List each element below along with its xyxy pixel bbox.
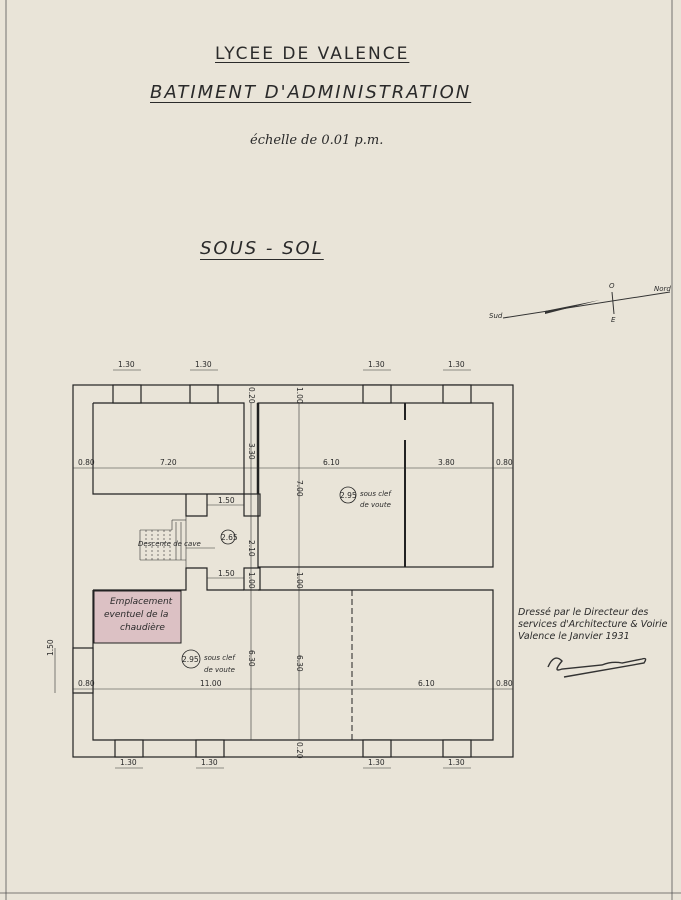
vert-dim-11: 1.50 xyxy=(46,639,55,656)
stair-height: 2.65 xyxy=(221,533,238,542)
vault-bottom-circle xyxy=(181,649,201,669)
window-dim-8: 1.30 xyxy=(448,758,465,767)
vault-bottom-height: 2.95 xyxy=(182,655,199,664)
window-dim-2: 1.30 xyxy=(195,360,212,369)
wall-dim-left-top: 0.80 xyxy=(78,458,95,467)
pillar-bottom xyxy=(243,567,261,591)
compass-east: E xyxy=(611,316,616,324)
top-dim-1: 7.20 xyxy=(160,458,177,467)
stair-label: Descente de cave xyxy=(138,540,201,548)
vert-dim-1: 3.30 xyxy=(247,443,256,460)
vert-dim-7: 1.00 xyxy=(295,572,304,589)
vault-top-height: 2.95 xyxy=(340,491,357,500)
wall-dim-right-top: 0.80 xyxy=(496,458,513,467)
school-title: LYCEE DE VALENCE xyxy=(215,44,410,64)
wall-dim-right-bottom: 0.80 xyxy=(496,679,513,688)
signature-mark xyxy=(547,657,647,678)
vert-dim-4: 1.00 xyxy=(247,572,256,589)
scale-note: échelle de 0.01 p.m. xyxy=(250,133,384,148)
window-dim-7: 1.30 xyxy=(368,758,385,767)
compass-north: Nord xyxy=(654,285,671,293)
vert-dim-5: 6.30 xyxy=(247,650,256,667)
window-dim-4: 1.30 xyxy=(448,360,465,369)
credit-line-1: Dressé par le Directeur des xyxy=(518,607,649,618)
vert-dim-9: 0.20 xyxy=(295,742,304,759)
window-dim-5: 1.30 xyxy=(120,758,137,767)
compass-south: Sud xyxy=(489,312,503,320)
wall-dim-left-bottom: 0.80 xyxy=(78,679,95,688)
top-windows xyxy=(112,384,472,404)
boiler-zone xyxy=(93,590,182,644)
compass: Nord Sud O E xyxy=(489,282,671,324)
boiler-line-2: eventuel de la xyxy=(104,610,168,620)
vault-top-text2: de voute xyxy=(360,501,391,509)
bottom-dim-1: 11.00 xyxy=(200,679,222,688)
vault-bottom-text1: sous clef xyxy=(204,654,236,662)
vault-top-circle xyxy=(339,486,357,504)
corridor-dim-1: 1.50 xyxy=(218,496,235,505)
corridor-dim-2: 1.50 xyxy=(218,569,235,578)
vert-dim-2: 7.00 xyxy=(295,480,304,497)
stairs xyxy=(139,516,215,568)
room-east-top xyxy=(257,402,494,568)
credit-line-2: services d'Architecture & Voirie xyxy=(518,619,668,630)
boiler-line-1: Emplacement xyxy=(110,597,173,607)
building-title: BATIMENT D'ADMINISTRATION xyxy=(150,82,472,103)
side-window xyxy=(72,647,94,694)
credit-block: Dressé par le Directeur des services d'A… xyxy=(518,607,678,643)
level-title: SOUS - SOL xyxy=(200,238,324,259)
vault-bottom-text2: de voute xyxy=(204,666,235,674)
vert-dim-10: 1.00 xyxy=(295,387,304,404)
compass-west: O xyxy=(609,282,615,290)
vert-dim-8: 0.20 xyxy=(247,387,256,404)
stair-height-circle xyxy=(220,529,236,545)
vault-top-text1: sous clef xyxy=(360,490,392,498)
room-west-top xyxy=(92,402,245,495)
top-dim-2: 6.10 xyxy=(323,458,340,467)
bottom-dim-2: 6.10 xyxy=(418,679,435,688)
vert-dim-6: 6.30 xyxy=(295,655,304,672)
window-dim-1: 1.30 xyxy=(118,360,135,369)
bottom-windows xyxy=(114,739,472,758)
vert-dim-3: 2.10 xyxy=(247,540,256,557)
credit-line-3: Valence le Janvier 1931 xyxy=(518,631,630,642)
boiler-line-3: chaudière xyxy=(120,622,165,633)
outer-wall xyxy=(72,384,514,758)
window-dim-6: 1.30 xyxy=(201,758,218,767)
window-dim-3: 1.30 xyxy=(368,360,385,369)
top-dim-3: 3.80 xyxy=(438,458,455,467)
